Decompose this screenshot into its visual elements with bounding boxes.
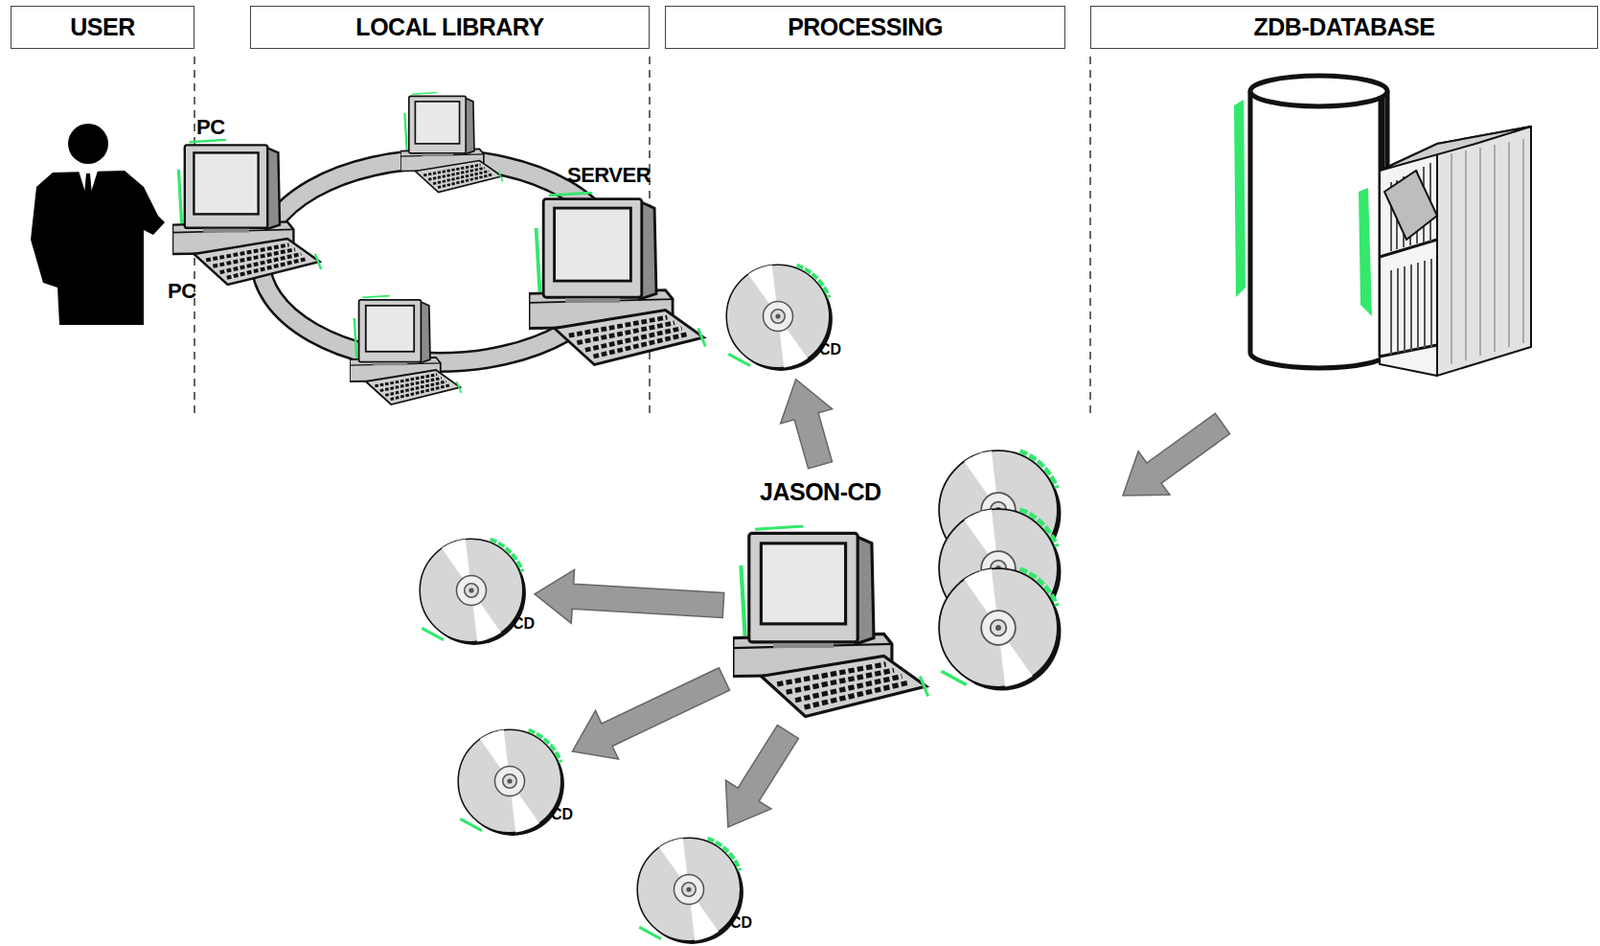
workstation: [400, 92, 503, 193]
cd-disc: CD: [452, 723, 568, 839]
processing-computer: [732, 525, 929, 716]
node-label: CD: [819, 341, 842, 359]
database-top: [1250, 75, 1388, 107]
bookshelf-shelf: [1379, 239, 1438, 357]
computer-label: PC: [196, 114, 226, 140]
server-computer: [528, 192, 706, 366]
column-header: USER: [10, 5, 195, 49]
bookshelf-front: [1379, 143, 1438, 376]
cd-disc: CD: [631, 831, 747, 946]
node-label: CD: [730, 914, 753, 932]
accent-mark: [1358, 187, 1372, 317]
transfer-arrow: [1122, 412, 1231, 496]
node-label: CD: [550, 805, 573, 823]
transfer-arrow: [725, 725, 799, 827]
node-label: CD: [512, 615, 535, 633]
bookshelf-side: [1437, 126, 1532, 376]
user-tie: [83, 173, 93, 215]
column-header: PROCESSING: [664, 5, 1066, 49]
user-pc: [172, 139, 321, 285]
accent-mark: [1234, 99, 1246, 298]
column-title: LOCAL LIBRARY: [355, 13, 544, 42]
cd-disc-shape: [457, 729, 565, 836]
transfer-arrow: [780, 379, 833, 469]
column-title: USER: [69, 13, 135, 42]
cd-disc-shape: [726, 264, 833, 371]
computer-label: PC: [167, 278, 197, 304]
column-title: PROCESSING: [787, 13, 943, 42]
cd-outline: [413, 532, 529, 648]
user-silhouette: [30, 170, 165, 325]
transfer-arrow: [571, 667, 730, 759]
cd-disc-shape: [637, 837, 744, 944]
column-header: LOCAL LIBRARY: [250, 5, 650, 49]
cd-outline: [720, 258, 836, 374]
bookshelf-lines: [1451, 138, 1524, 365]
node-label: JASON-CD: [759, 478, 882, 506]
cd-disc: CD: [413, 532, 529, 648]
column-header: ZDB-DATABASE: [1090, 5, 1599, 49]
cd-outline: [631, 831, 747, 946]
cd-outline: [452, 723, 568, 839]
workstation: [349, 296, 461, 405]
stacked-disc: [938, 568, 1061, 690]
column-title: ZDB-DATABASE: [1254, 13, 1436, 42]
processing-station: JASON-CD: [732, 474, 1069, 724]
user-head: [68, 123, 109, 164]
database-cylinder: [1250, 91, 1388, 368]
cd-disc: CD: [720, 258, 836, 374]
tilted-book: [1384, 170, 1438, 240]
computer-label: SERVER: [567, 162, 651, 188]
transfer-arrow: [534, 569, 725, 623]
cd-disc-shape: [419, 538, 526, 645]
column-divider: [1089, 56, 1092, 413]
